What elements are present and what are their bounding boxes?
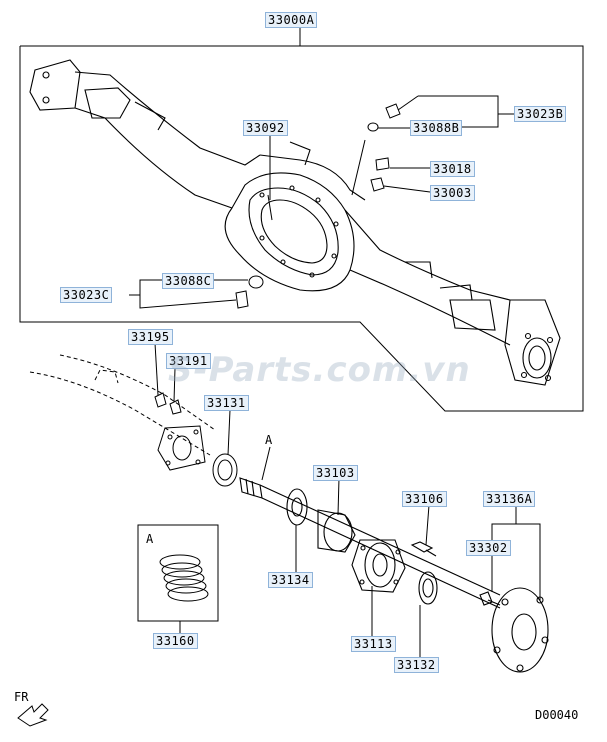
label-33103[interactable]: 33103 [313,465,358,481]
axle-housing [29,59,561,386]
label-33191[interactable]: 33191 [166,353,211,369]
callout-a-detail: A [146,532,154,546]
label-33195[interactable]: 33195 [128,329,173,345]
label-33132[interactable]: 33132 [394,657,439,673]
label-33003[interactable]: 33003 [430,185,475,201]
detail-a-frame [137,524,219,622]
label-33000A[interactable]: 33000A [265,12,318,28]
label-33088B[interactable]: 33088B [410,120,463,136]
axle-shaft [239,477,549,673]
label-33131[interactable]: 33131 [204,395,249,411]
hub-nuts [154,342,182,415]
axle-tube-outline [29,354,216,456]
brake-backing-flange [157,425,206,471]
shaft-leaders [261,446,541,658]
front-arrow-icon [17,703,49,727]
label-33092[interactable]: 33092 [243,120,288,136]
label-33113[interactable]: 33113 [351,636,396,652]
label-33136A[interactable]: 33136A [483,491,536,507]
label-33106[interactable]: 33106 [402,491,447,507]
callout-a-main: A [265,433,273,447]
label-33088C[interactable]: 33088C [162,273,215,289]
diagram-code: D00040 [535,708,579,722]
housing-group-frame [19,45,584,412]
label-33160[interactable]: 33160 [153,633,198,649]
spring-33160 [159,554,209,602]
label-33023C[interactable]: 33023C [60,287,113,303]
label-33134[interactable]: 33134 [268,572,313,588]
oil-seal-33131 [212,409,238,487]
watermark: S-Parts.com.vn [168,350,471,390]
label-33023B[interactable]: 33023B [514,106,567,122]
housing-leaders [129,95,514,309]
housing-small-parts [235,103,401,309]
label-33018[interactable]: 33018 [430,161,475,177]
direction-label: FR [14,690,29,704]
label-33302[interactable]: 33302 [466,540,511,556]
